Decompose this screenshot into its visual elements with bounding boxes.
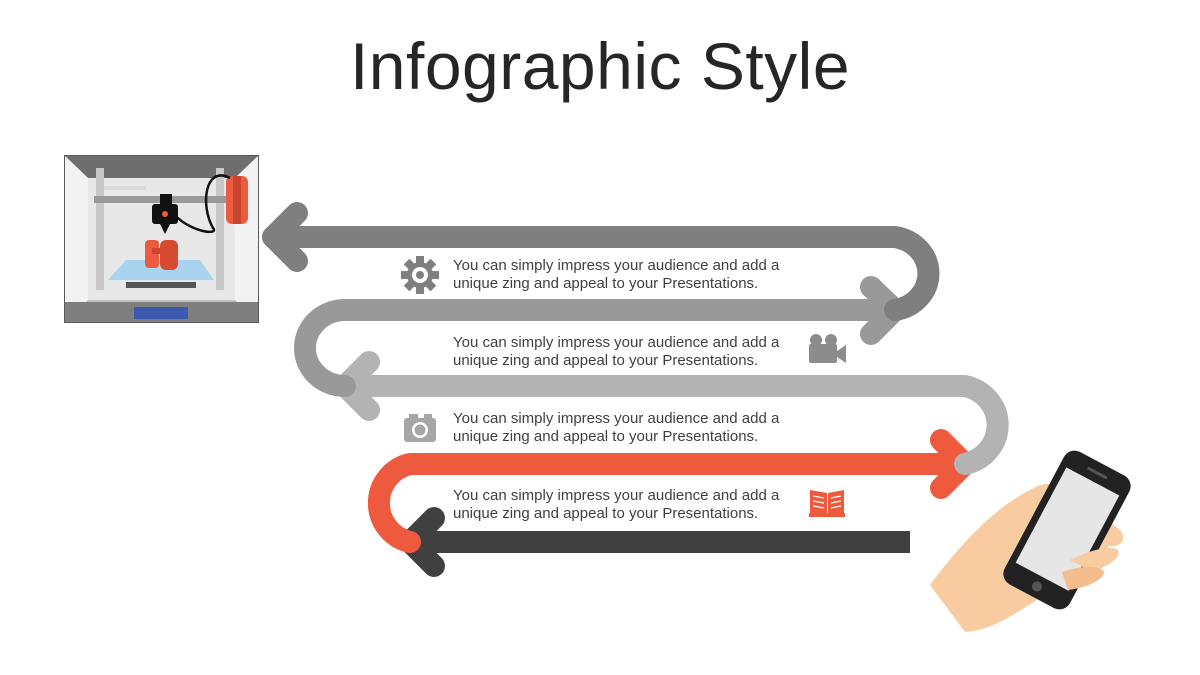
flow-arrow-4 [367,453,976,553]
3d-printer-illustration [64,155,259,323]
hand-with-smartphone-illustration [930,450,1131,632]
video-camera-icon [809,334,846,363]
flow-arrow-2 [294,299,906,397]
step-2-line-2: unique zing and appeal to your Presentat… [453,352,759,369]
book-icon [809,490,845,517]
step-1-line-1: You can simply impress your audience and… [453,257,780,274]
flow-arrow-1-head [262,202,308,272]
step-4-text: You can simply impress your audience and… [453,487,813,523]
step-4-line-1: You can simply impress your audience and… [453,487,780,504]
gear-icon [401,256,439,294]
photo-camera-icon [404,414,436,442]
step-2-line-1: You can simply impress your audience and… [453,334,780,351]
step-1-line-2: unique zing and appeal to your Presentat… [453,275,759,292]
step-3-line-1: You can simply impress your audience and… [453,410,780,427]
step-3-text: You can simply impress your audience and… [453,410,813,446]
step-2-text: You can simply impress your audience and… [453,334,813,370]
step-3-line-2: unique zing and appeal to your Presentat… [453,428,759,445]
step-4-line-2: unique zing and appeal to your Presentat… [453,505,759,522]
step-1-text: You can simply impress your audience and… [453,257,813,293]
flow-arrow-3 [334,375,1009,475]
page-title: Infographic Style [349,29,851,103]
flow-arrow-1 [262,226,940,321]
